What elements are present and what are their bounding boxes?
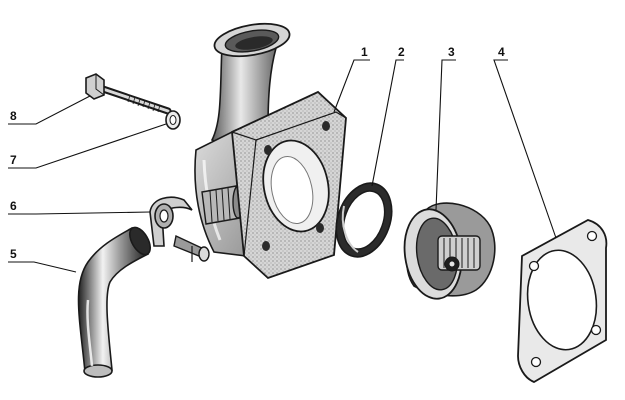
bolt [85, 73, 172, 115]
leader-1 [333, 59, 370, 113]
leader-3 [435, 59, 456, 211]
thermostat-housing [194, 22, 347, 280]
gasket-hole [590, 324, 602, 336]
thermostat [403, 202, 496, 300]
leader-6 [8, 211, 151, 215]
callout-6: 6 [10, 199, 17, 213]
bolt-thread [127, 94, 161, 113]
gasket-opening [526, 249, 598, 351]
bolt-head [85, 73, 105, 100]
gasket-hole [586, 230, 598, 242]
callout-5: 5 [10, 247, 17, 261]
hose-top-end [128, 226, 152, 256]
flange-hole [316, 223, 324, 233]
gasket [517, 219, 608, 383]
gasket-hole [528, 260, 540, 272]
washer [165, 110, 181, 130]
housing-side-spigot [201, 185, 244, 225]
hose-clamp [149, 196, 210, 262]
callout-1: 1 [361, 45, 368, 59]
flange-hole [322, 121, 330, 131]
leader-4 [493, 59, 557, 239]
callout-7: 7 [10, 153, 17, 167]
hose-bottom-end [83, 364, 113, 378]
leader-2 [371, 59, 404, 187]
thermostat-element [437, 235, 481, 272]
callout-3: 3 [448, 45, 455, 59]
flange-hole [264, 145, 272, 155]
leader-lines [8, 59, 557, 273]
clamp-screw [198, 246, 210, 262]
callout-8: 8 [10, 109, 17, 123]
callout-4: 4 [498, 45, 505, 59]
callout-2: 2 [398, 45, 405, 59]
leader-7 [8, 123, 167, 169]
flange-hole [262, 241, 270, 251]
leader-8 [8, 95, 91, 125]
leader-5 [8, 261, 77, 273]
callout-labels: 1 2 3 4 5 6 7 8 [10, 45, 505, 261]
elbow-hose [77, 226, 152, 378]
gasket-hole [530, 356, 542, 368]
sealing-ring [335, 182, 393, 258]
